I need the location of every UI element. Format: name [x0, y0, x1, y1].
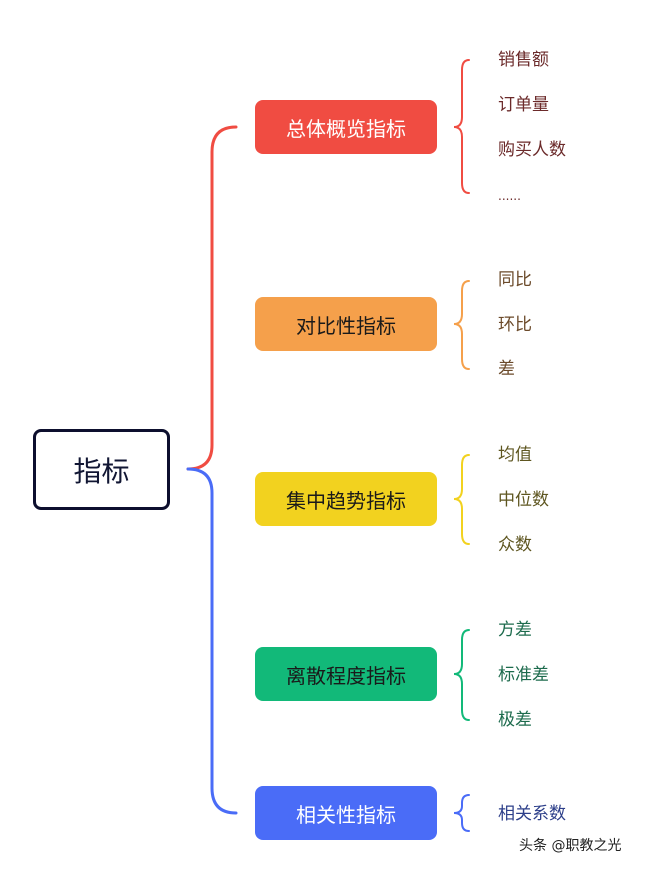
leaf-item[interactable]: 同比	[498, 270, 532, 290]
root-node[interactable]: 指标	[33, 429, 170, 510]
root-node-label: 指标	[73, 454, 130, 488]
watermark: 头条 @职教之光	[519, 838, 622, 854]
branch-node-label: 总体概览指标	[286, 116, 406, 141]
leaf-item[interactable]: 中位数	[498, 490, 549, 510]
branch-node-comparison[interactable]: 对比性指标	[255, 297, 437, 351]
brace-connector-2	[453, 280, 470, 370]
leaf-item[interactable]: 购买人数	[498, 140, 566, 160]
brace-connector-4	[453, 629, 470, 721]
leaf-item[interactable]: 相关系数	[498, 804, 566, 824]
leaf-item[interactable]: 销售额	[498, 50, 549, 70]
branch-node-label: 集中趋势指标	[286, 488, 406, 513]
leaf-item[interactable]: 众数	[498, 535, 532, 555]
trunk-connector-top	[186, 125, 238, 471]
branch-node-correlation[interactable]: 相关性指标	[255, 786, 437, 840]
brace-connector-1	[453, 59, 470, 194]
branch-node-label: 对比性指标	[296, 313, 396, 338]
leaf-item[interactable]: 方差	[498, 620, 532, 640]
brace-connector-5	[453, 794, 470, 832]
leaf-item[interactable]: 标准差	[498, 665, 549, 685]
branch-node-dispersion[interactable]: 离散程度指标	[255, 647, 437, 701]
trunk-connector-bottom	[186, 467, 238, 815]
branch-node-central-tendency[interactable]: 集中趋势指标	[255, 472, 437, 526]
branch-node-label: 相关性指标	[296, 802, 396, 827]
branch-node-overview[interactable]: 总体概览指标	[255, 100, 437, 154]
leaf-item[interactable]: 极差	[498, 710, 532, 730]
leaf-item[interactable]: 差	[498, 359, 515, 379]
leaf-item[interactable]: ......	[498, 189, 521, 203]
brace-connector-3	[453, 454, 470, 545]
branch-node-label: 离散程度指标	[286, 663, 406, 688]
leaf-item[interactable]: 环比	[498, 315, 532, 335]
leaf-item[interactable]: 均值	[498, 445, 532, 465]
leaf-item[interactable]: 订单量	[498, 95, 549, 115]
